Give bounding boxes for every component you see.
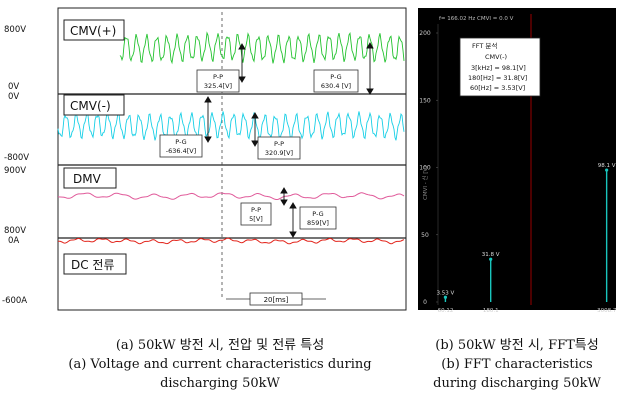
caption-left: (a) 50kW 방전 시, 전압 및 전류 특성 (a) Voltage an… [30, 336, 410, 393]
fft-x-tick-label: 3008.7 [597, 308, 617, 314]
panel-label-cmvn: CMV(-) [70, 99, 111, 113]
measure-arrowhead [280, 187, 288, 206]
panel-label-dc: DC 전류 [71, 258, 115, 272]
time-div-label: 20[ms] [264, 296, 289, 304]
annotation-box [196, 69, 240, 93]
annotation-value: 320.9[V] [265, 149, 293, 157]
fft-legend-title: FFT 분석 [472, 41, 497, 50]
fft-legend-line: 60[Hz] = 3.53[V] [470, 84, 525, 92]
annotation-label: P-P [213, 73, 223, 81]
annotation-value: 630.4 [V] [321, 82, 351, 90]
measure-arrowhead [289, 202, 297, 238]
measure-arrowhead [238, 43, 246, 83]
measure-arrowhead [251, 112, 259, 147]
panel-label-box [63, 167, 117, 189]
trace-2 [57, 111, 405, 141]
trace-3 [57, 192, 405, 200]
annotation-value: 325.4[V] [204, 82, 232, 90]
fft-legend-subtitle: CMV(-) [485, 53, 507, 61]
caption-right-en: (b) FFT characteristics during dischargi… [433, 357, 601, 391]
fft-peak-marker [489, 257, 493, 261]
fft-x-tick-label: 60.12 [438, 308, 454, 314]
caption-right-ko: (b) 50kW 방전 시, FFT특성 [435, 338, 599, 353]
fft-legend-box [459, 37, 541, 97]
y-label-dmv-top: 900V [4, 166, 26, 176]
fft-y-tick-label: 150 [419, 97, 431, 104]
fft-x-tick-label: 180.1 [483, 308, 499, 314]
panel-label-cmvp: CMV(+) [70, 24, 116, 38]
caption-left-en: (a) Voltage and current characteristics … [68, 357, 372, 391]
measure-arrowhead [366, 42, 374, 95]
y-label-dc-top: 0A [8, 236, 19, 246]
fft-peak-marker [605, 168, 609, 172]
annotation-value: 5[V] [249, 215, 263, 223]
y-label-dmv-bottom: 800V [4, 226, 26, 236]
fft-header: f= 166.02 Hz CMVI = 0.0 V [439, 16, 514, 22]
annotation-box [240, 202, 272, 226]
y-label-cmvn-bottom: -800V [4, 153, 29, 163]
annotation-label: P-G [312, 210, 323, 218]
annotation-label: P-P [251, 206, 261, 214]
trace-1 [119, 31, 405, 65]
annotation-box [159, 134, 203, 158]
annotation-value: 859[V] [307, 219, 329, 227]
panel-label-box [63, 94, 125, 116]
measure-arrowhead [204, 96, 212, 143]
fft-peak-marker [443, 295, 448, 299]
fft-y-tick-label: 100 [419, 165, 431, 172]
fft-legend-line: 180[Hz] = 31.8[V] [468, 74, 527, 82]
annotation-box [313, 69, 359, 93]
annotation-label: P-P [274, 140, 284, 148]
panel-label-box [63, 253, 127, 275]
panel-label-dmv: DMV [73, 172, 102, 186]
fft-y-tick-label: 50 [421, 232, 429, 239]
caption-left-ko: (a) 50kW 방전 시, 전압 및 전류 특성 [115, 338, 325, 353]
annotation-box [257, 136, 301, 160]
trace-4 [57, 237, 405, 245]
annotation-value: -636.4[V] [166, 147, 196, 155]
fft-y-tick-label: 0 [423, 299, 427, 306]
fft-peak-label: 98.1 V [598, 163, 616, 169]
caption-right: (b) 50kW 방전 시, FFT특성 (b) FFT characteris… [414, 336, 620, 393]
annotation-box [299, 206, 337, 230]
fft-legend-line: 3[kHz] = 98.1[V] [471, 64, 526, 72]
fft-peak-label: 31.8 V [482, 252, 500, 258]
fft-peak-label: 3.53 V [437, 290, 455, 296]
annotation-label: P-G [175, 138, 186, 146]
panel-label-box [63, 19, 125, 41]
fft-y-label: CMVI - 신 [V] [421, 166, 429, 200]
y-label-cmvp-bottom: 0V [8, 82, 19, 92]
y-label-cmvp-top: 800V [4, 25, 26, 35]
y-label-dc-bottom: -600A [2, 296, 27, 306]
fft-y-tick-label: 200 [419, 30, 431, 37]
annotation-label: P-G [330, 73, 341, 81]
y-label-cmvn-top: 0V [8, 92, 19, 102]
